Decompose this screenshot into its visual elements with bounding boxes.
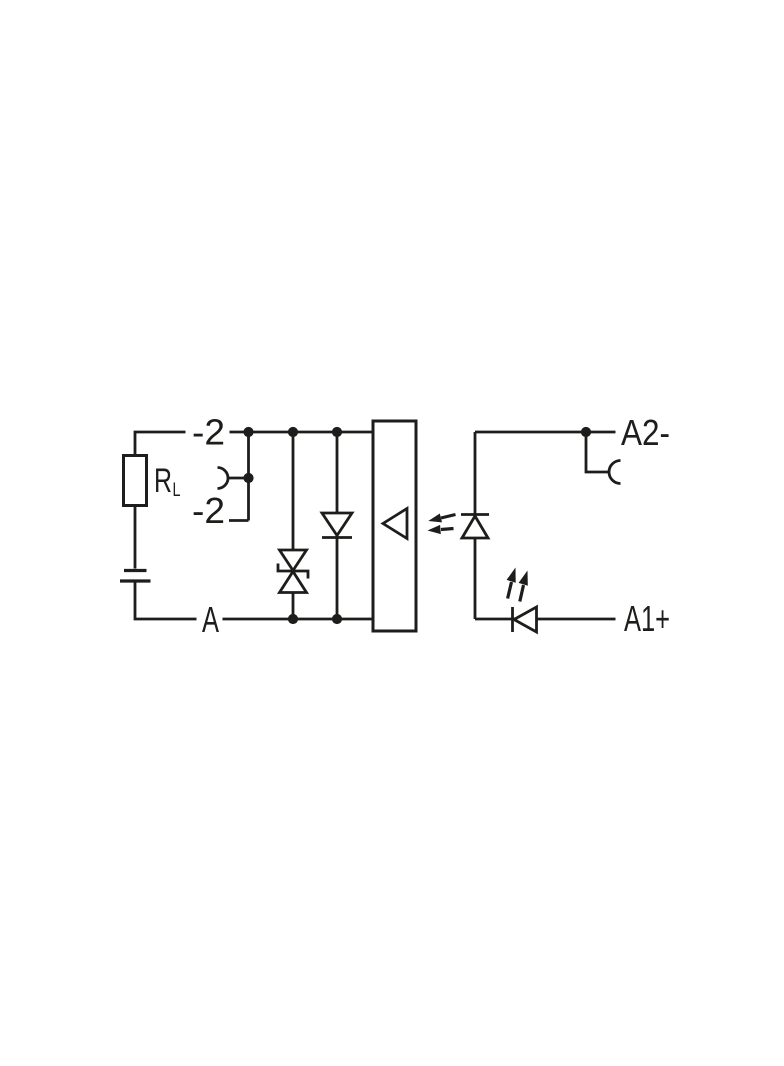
terminal-label-a: A xyxy=(202,599,219,640)
light-arrow-head xyxy=(428,513,442,523)
junction-dot xyxy=(243,472,254,484)
wire-top-left-corner xyxy=(133,430,186,456)
emission-arrow-tail xyxy=(506,581,514,599)
output-triangle-icon xyxy=(380,505,409,542)
suppressor-z-bar xyxy=(276,563,310,579)
blocking-diode-icon xyxy=(319,432,355,619)
suppressor-diode-icon xyxy=(276,432,310,619)
emission-arrow-head xyxy=(518,570,528,586)
load-resistor-label: R xyxy=(154,462,172,500)
emission-arrow-head xyxy=(506,567,516,583)
optocoupler-light-arrows-icon xyxy=(427,512,456,535)
terminal-label-a1-plus: A1+ xyxy=(624,598,670,639)
cage-clamp-terminal-left-icon xyxy=(217,466,230,490)
cage-clamp-terminal-right-icon xyxy=(607,459,621,485)
terminal-label-minus2-top: -2 xyxy=(192,412,225,453)
suppressor-triangle-upper xyxy=(276,548,310,574)
input-led-triangle xyxy=(459,513,491,540)
status-led-triangle xyxy=(511,604,538,635)
diode-triangle xyxy=(319,511,355,539)
load-resistor-subscript: L xyxy=(173,480,181,501)
labels: -2 -2 A A2- A1+ R L xyxy=(154,412,670,641)
terminal-label-a2-minus: A2- xyxy=(621,412,670,453)
light-arrow-tail xyxy=(440,526,454,532)
emission-arrow-tail xyxy=(518,584,526,602)
resistor-body xyxy=(122,454,148,507)
suppressor-triangle-lower xyxy=(276,568,310,594)
load-loop-wires xyxy=(133,430,197,621)
optocoupler-input-led-icon xyxy=(459,513,491,540)
terminal-label-minus2-mid: -2 xyxy=(192,490,225,531)
wire-a2-branch xyxy=(584,432,609,474)
junction-dot xyxy=(580,426,592,438)
junction-dot xyxy=(243,426,254,438)
status-led-icon xyxy=(506,567,538,635)
load-resistor-icon xyxy=(122,454,148,507)
right-side-wires xyxy=(473,430,621,621)
light-arrow-head xyxy=(427,524,441,535)
light-arrow-tail xyxy=(440,512,456,520)
output-stage-box xyxy=(371,419,418,633)
dc-source-icon xyxy=(120,568,151,583)
wire-bottom-left-corner xyxy=(133,581,197,621)
